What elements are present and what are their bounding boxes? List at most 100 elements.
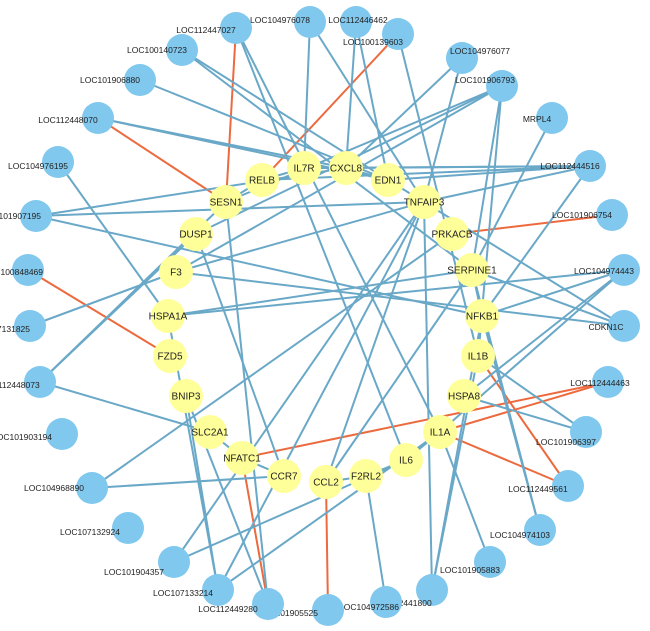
node-circle[interactable] <box>46 418 78 450</box>
node-IL1A[interactable]: IL1A <box>423 415 457 449</box>
node-IL6[interactable]: IL6 <box>389 443 423 477</box>
node-LOC104974443[interactable]: LOC104974443 <box>574 254 640 286</box>
node-circle[interactable] <box>536 102 568 134</box>
node-LOC112449561[interactable]: LOC112449561 <box>508 470 584 502</box>
node-circle[interactable] <box>151 299 185 333</box>
node-RELB[interactable]: RELB <box>245 163 279 197</box>
node-circle[interactable] <box>20 200 52 232</box>
node-circle[interactable] <box>552 470 584 502</box>
node-LOC104976195[interactable]: LOC104976195 <box>8 146 74 178</box>
node-DUSP1[interactable]: DUSP1 <box>179 217 213 251</box>
node-circle[interactable] <box>24 366 56 398</box>
node-circle[interactable] <box>524 514 556 546</box>
node-circle[interactable] <box>389 443 423 477</box>
node-MRPL4[interactable]: MRPL4 <box>523 102 568 134</box>
node-circle[interactable] <box>166 34 198 66</box>
node-HSPA1A[interactable]: HSPA1A <box>149 299 188 333</box>
node-SLC2A1[interactable]: SLC2A1 <box>191 415 229 449</box>
node-circle[interactable] <box>14 310 46 342</box>
node-circle[interactable] <box>474 546 506 578</box>
node-circle[interactable] <box>486 70 518 102</box>
node-LOC112444463[interactable]: LOC112444463 <box>570 366 630 398</box>
node-NFATC1[interactable]: NFATC1 <box>223 441 261 475</box>
node-circle[interactable] <box>371 163 405 197</box>
node-LOC112441800[interactable]: LOC112441800 <box>372 574 448 608</box>
node-circle[interactable] <box>124 64 156 96</box>
node-LOC112448073[interactable]: LOC112448073 <box>0 366 56 398</box>
node-circle[interactable] <box>220 12 252 44</box>
node-circle[interactable] <box>312 594 344 626</box>
node-circle[interactable] <box>570 416 602 448</box>
node-circle[interactable] <box>112 512 144 544</box>
node-IL1B[interactable]: IL1B <box>461 339 495 373</box>
node-circle[interactable] <box>370 586 402 618</box>
node-LOC104974103[interactable]: LOC104974103 <box>490 514 556 546</box>
node-circle[interactable] <box>12 254 44 286</box>
node-circle[interactable] <box>159 255 193 289</box>
node-circle[interactable] <box>407 185 441 219</box>
node-circle[interactable] <box>252 588 284 620</box>
node-circle[interactable] <box>193 415 227 449</box>
node-circle[interactable] <box>294 6 326 38</box>
node-circle[interactable] <box>76 472 108 504</box>
node-LOC100140723[interactable]: LOC100140723 <box>127 34 198 66</box>
node-LOC104976078[interactable]: LOC104976078 <box>250 6 326 38</box>
node-circle[interactable] <box>287 151 321 185</box>
node-LOC112447027[interactable]: LOC112447027 <box>176 12 252 44</box>
node-BNIP3[interactable]: BNIP3 <box>169 379 203 413</box>
node-LOC101906397[interactable]: LOC101906397 <box>536 416 602 448</box>
node-circle[interactable] <box>209 185 243 219</box>
node-circle[interactable] <box>179 217 213 251</box>
node-LOC112444516[interactable]: LOC112444516 <box>540 150 606 182</box>
node-circle[interactable] <box>435 217 469 251</box>
node-circle[interactable] <box>267 459 301 493</box>
node-circle[interactable] <box>574 150 606 182</box>
node-CCL2[interactable]: CCL2 <box>309 465 343 499</box>
node-circle[interactable] <box>153 339 187 373</box>
node-LOC101905525[interactable]: LOC101905525 <box>258 594 344 626</box>
node-circle[interactable] <box>447 379 481 413</box>
node-circle[interactable] <box>608 254 640 286</box>
node-LOC112446462[interactable]: LOC112446462 <box>328 6 388 38</box>
node-circle[interactable] <box>416 574 448 606</box>
node-NFKB1[interactable]: NFKB1 <box>465 299 499 333</box>
node-circle[interactable] <box>461 339 495 373</box>
node-EDN1[interactable]: EDN1 <box>371 163 405 197</box>
node-LOC100848469[interactable]: LOC100848469 <box>0 254 44 286</box>
node-LOC100139603[interactable]: LOC100139603 <box>343 18 414 50</box>
node-LOC104972586[interactable]: LOC104972586 <box>339 586 402 618</box>
node-FZD5[interactable]: FZD5 <box>153 339 187 373</box>
node-SESN1[interactable]: SESN1 <box>209 185 243 219</box>
node-HSPA8[interactable]: HSPA8 <box>447 379 481 413</box>
node-LOC104976077[interactable]: LOC104976077 <box>446 42 510 74</box>
node-LOC101903194[interactable]: LOC101903194 <box>0 418 78 450</box>
node-circle[interactable] <box>455 253 489 287</box>
node-circle[interactable] <box>329 151 363 185</box>
node-LOC101906793[interactable]: LOC101906793 <box>455 70 518 102</box>
node-circle[interactable] <box>465 299 499 333</box>
node-F3[interactable]: F3 <box>159 255 193 289</box>
node-SERPINE1[interactable]: SERPINE1 <box>447 253 497 287</box>
node-circle[interactable] <box>382 18 414 50</box>
node-circle[interactable] <box>82 102 114 134</box>
node-TNFAIP3[interactable]: TNFAIP3 <box>404 185 445 219</box>
node-LOC101906754[interactable]: LOC101906754 <box>552 199 628 231</box>
node-circle[interactable] <box>225 441 259 475</box>
node-circle[interactable] <box>169 379 203 413</box>
node-circle[interactable] <box>340 6 372 38</box>
node-circle[interactable] <box>592 366 624 398</box>
node-LOC107133214[interactable]: LOC107133214 <box>153 574 234 606</box>
node-circle[interactable] <box>423 415 457 449</box>
node-LOC101907195[interactable]: LOC101907195 <box>0 200 52 232</box>
node-LOC104968890[interactable]: LOC104968890 <box>24 472 108 504</box>
node-circle[interactable] <box>158 546 190 578</box>
node-LOC107131825[interactable]: LOC107131825 <box>0 310 46 342</box>
node-circle[interactable] <box>446 42 478 74</box>
node-CDKN1C[interactable]: CDKN1C <box>589 310 640 342</box>
node-LOC107132924[interactable]: LOC107132924 <box>60 512 144 544</box>
node-PRKACB[interactable]: PRKACB <box>431 217 473 251</box>
node-circle[interactable] <box>42 146 74 178</box>
node-CXCL8[interactable]: CXCL8 <box>329 151 363 185</box>
node-circle[interactable] <box>596 199 628 231</box>
node-circle[interactable] <box>309 465 343 499</box>
